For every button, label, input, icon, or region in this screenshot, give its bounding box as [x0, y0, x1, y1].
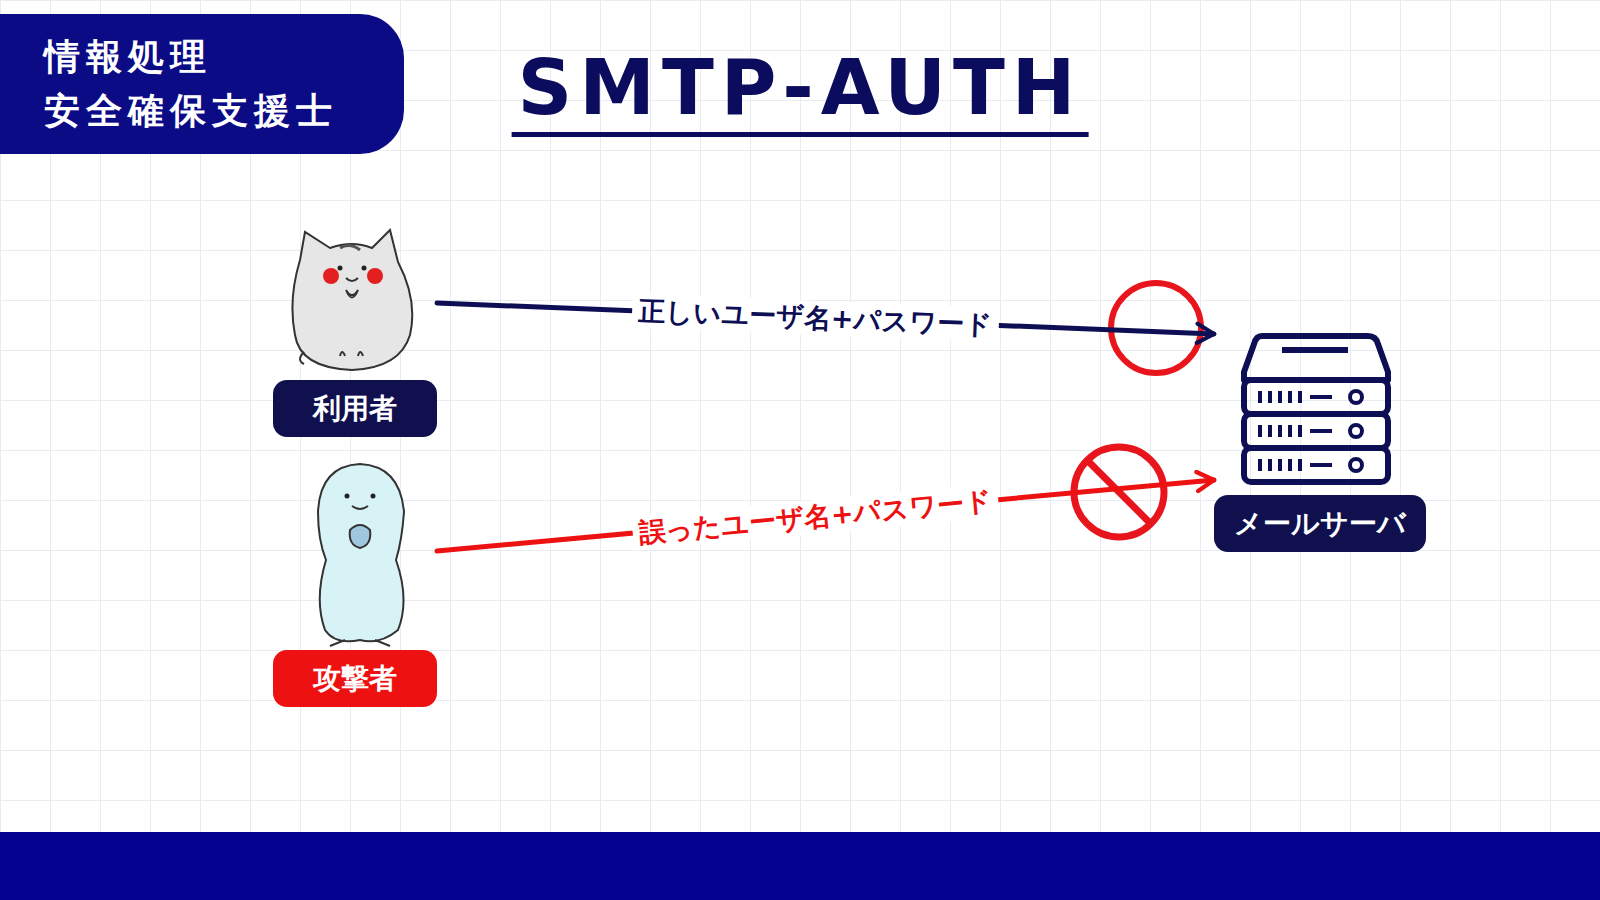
role-label: メールサーバ: [1214, 495, 1426, 552]
role-label: 利用者: [273, 380, 437, 437]
auth-failure-arrow: [437, 480, 1214, 551]
seal-illustration: [318, 464, 404, 646]
role-label: 攻撃者: [273, 650, 437, 707]
footer-bar: [0, 832, 1600, 900]
attacker-actor: 攻撃者: [273, 455, 437, 707]
user-actor: 利用者: [273, 222, 437, 437]
exam-badge: 情報処理 安全確保支援士: [0, 14, 404, 154]
page-title: SMTP-AUTH: [512, 46, 1089, 137]
mail-server: メールサーバ: [1214, 325, 1426, 552]
badge-label: 情報処理 安全確保支援士: [44, 30, 364, 138]
server-icon: [1244, 336, 1388, 482]
cat-illustration: [292, 230, 412, 370]
